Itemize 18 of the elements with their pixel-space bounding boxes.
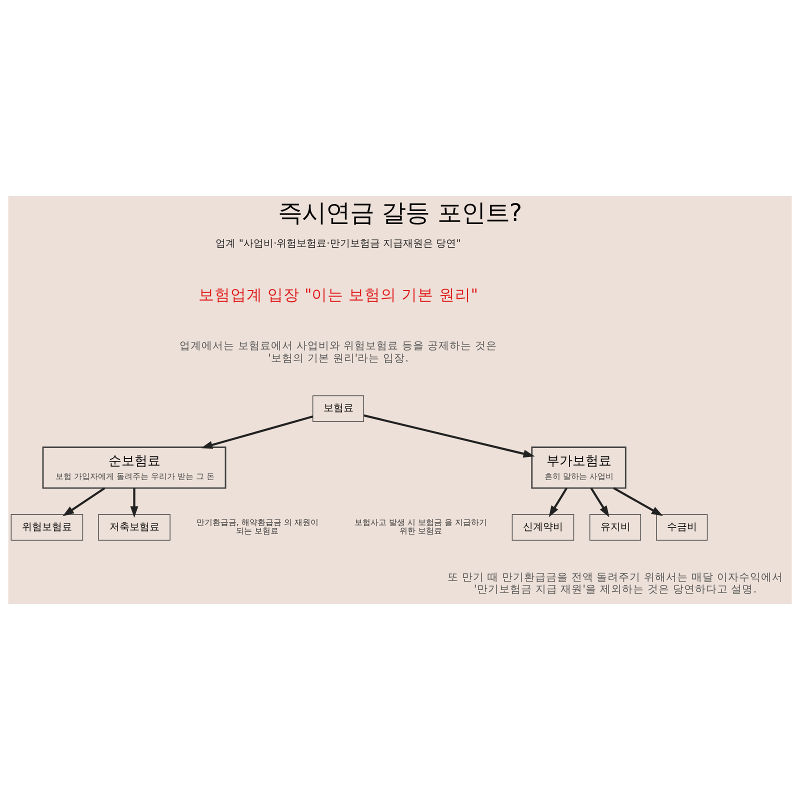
label: 또 만기 때 만기환급금을 전액 돌려주기 위해서는 매달 이자수익에서 '만기보험금 지급 재원'을 제외하는 것은 당연하다고 설명. <box>448 570 783 596</box>
arrow <box>548 488 568 518</box>
arrow <box>364 414 535 458</box>
node-box: 유지비 <box>590 514 642 541</box>
diagram-title: 즉시연금 갈등 포인트? <box>278 198 522 228</box>
node-box: 수금비 <box>656 514 708 541</box>
node-box: 저축보험료 <box>98 514 170 541</box>
arrow <box>613 487 664 516</box>
arrow <box>201 415 314 449</box>
node-box: 보험료 <box>312 395 364 422</box>
label: 업계에서는 보험료에서 사업비와 위험보험료 등을 공제하는 것은 '보험의 기본 원리'라는 입장. <box>180 339 497 364</box>
node-box: 위험보험료 <box>10 514 84 541</box>
label: 업계 "사업비·위험보험료·만기보험금 지급재원은 당연" <box>216 238 461 250</box>
label: 보험업계 입장 "이는 보험의 기본 원리" <box>198 285 478 304</box>
arrow <box>590 488 610 518</box>
arrow <box>130 488 138 518</box>
node-box: 신계약비 <box>512 514 574 541</box>
arrow <box>62 487 106 516</box>
